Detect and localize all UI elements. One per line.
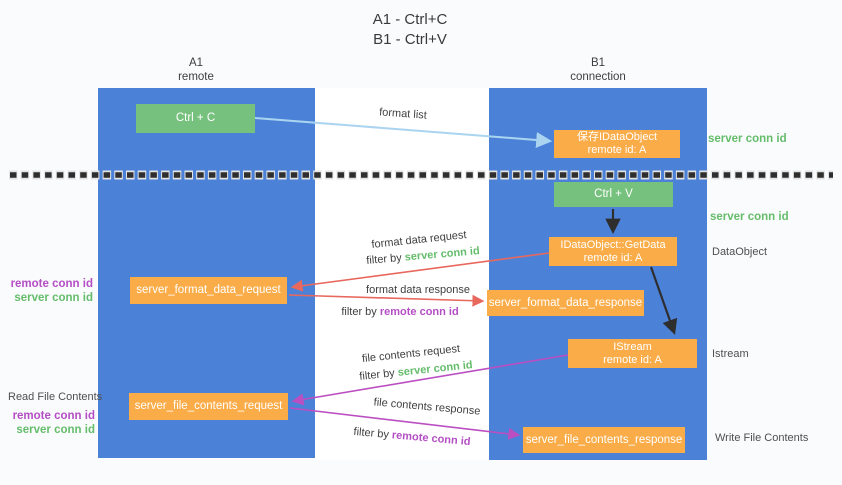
column-header-a1: A1 remote (178, 56, 214, 84)
node-file-response-label: server_file_contents_response (525, 433, 683, 446)
node-save-idataobject-line1: 保存IDataObject (576, 131, 658, 143)
node-save-idataobject: 保存IDataObject remote id: A (554, 130, 680, 158)
node-file-request-label: server_file_contents_request (134, 400, 283, 412)
node-idataobject-getdata: IDataObject::GetData remote id: A (549, 237, 677, 266)
node-server-file-contents-request: server_file_contents_request (129, 393, 288, 420)
arrow-file-contents-response (289, 407, 521, 440)
annotation-write-file-contents: Write File Contents (715, 432, 809, 444)
arrow-format-data-response (288, 294, 485, 307)
arrow-format-list (254, 117, 553, 148)
node-server-format-data-response: server_format_data_response (487, 290, 644, 316)
node-istream: IStream remote id: A (568, 339, 697, 368)
node-server-format-data-request: server_format_data_request (130, 277, 287, 304)
annotation-read-file-contents: Read File Contents (8, 391, 103, 403)
title-line-2: B1 - Ctrl+V (373, 31, 447, 48)
column-a1-name: A1 (188, 57, 204, 69)
node-istream-line1: IStream (613, 340, 652, 353)
node-server-file-contents-response: server_file_contents_response (523, 427, 685, 453)
diagram-title: A1 - Ctrl+C B1 - Ctrl+V (373, 10, 448, 50)
annotation-istream: Istream (712, 348, 749, 360)
arrow-format-data-request (290, 252, 550, 292)
annotation-server-conn-id-top: server conn id (708, 133, 787, 145)
title-line-1: A1 - Ctrl+C (372, 11, 448, 28)
annotation-server-conn-id-mid: server conn id (710, 211, 789, 223)
annotation-server-conn-id: server conn id (16, 424, 95, 436)
node-save-idataobject-line2: remote id: A (587, 144, 647, 156)
column-b1-role: connection (570, 71, 626, 83)
node-format-response-label: server_format_data_response (488, 296, 643, 309)
node-ctrl-c-label: Ctrl + C (175, 112, 216, 124)
node-ctrl-c: Ctrl + C (136, 104, 255, 133)
node-ctrl-v: Ctrl + V (554, 182, 673, 207)
annotation-remote-conn-id: remote conn id (10, 278, 93, 290)
annotation-conn-ids-file: remote conn id server conn id (13, 409, 95, 437)
label-format-data-response: format data response (366, 284, 470, 296)
filter-by-text: filter by (341, 306, 380, 318)
arrow-getdata-to-istream (649, 266, 678, 335)
node-getdata-line2: remote id: A (583, 251, 643, 264)
arrow-file-contents-request (291, 354, 569, 406)
middle-lane-background (313, 88, 489, 460)
node-format-request-label: server_format_data_request (136, 284, 281, 296)
node-ctrl-v-label: Ctrl + V (594, 188, 633, 200)
annotation-dataobject: DataObject (712, 246, 768, 258)
column-header-b1: B1 connection (570, 56, 626, 84)
remote-conn-id-text: remote conn id (379, 306, 459, 318)
column-a1-role: remote (178, 71, 214, 83)
column-b1-name: B1 (590, 57, 606, 69)
annotation-conn-ids-format: remote conn id server conn id (11, 277, 93, 305)
node-getdata-line1: IDataObject::GetData (560, 238, 666, 251)
annotation-remote-conn-id: remote conn id (12, 410, 95, 422)
annotation-server-conn-id: server conn id (14, 292, 93, 304)
node-istream-line2: remote id: A (603, 353, 662, 366)
label-filter-remote-1: filter by remote conn id (341, 306, 458, 318)
